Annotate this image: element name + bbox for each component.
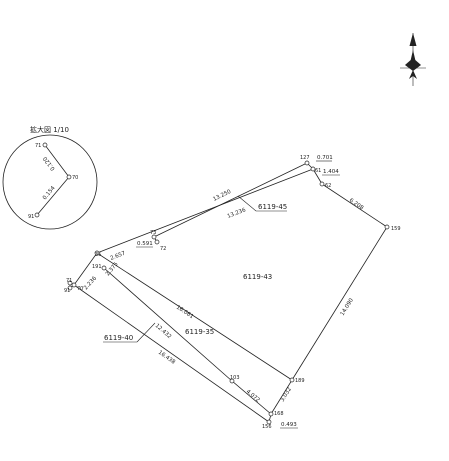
boundary-lines [69, 162, 388, 423]
inset-boundary-70-91 [36, 176, 70, 216]
point-70 [71, 282, 77, 288]
north-arrow-icon [400, 33, 426, 86]
point-168 [268, 411, 274, 417]
distance-70-156: 16.438 [157, 350, 177, 366]
label-156: 156 [262, 424, 272, 430]
distance-156-168: 0.493 [281, 422, 297, 428]
parcel-6119-40: 6119-40 [104, 334, 133, 342]
parcel-6119-45: 6119-45 [258, 203, 287, 211]
distance-35-72: 2.657 [110, 250, 127, 261]
distance-35-189: 16.081 [175, 305, 194, 321]
distance-labels: 0.701 1.404 6.208 14.090 13.250 13.236 0… [83, 155, 365, 429]
point-62 [319, 181, 325, 187]
label-61: 61 [315, 168, 321, 174]
survey-points [67, 160, 390, 425]
inset-distance-70-91: 0.154 [42, 185, 57, 201]
label-62: 62 [325, 183, 331, 189]
inset-circle [2, 134, 98, 230]
label-168: 168 [274, 411, 284, 417]
distance-73-72: 0.591 [137, 241, 153, 247]
label-127: 127 [300, 155, 310, 161]
point-156 [266, 419, 272, 425]
point-61 [310, 166, 316, 172]
point-159 [384, 224, 390, 230]
distance-103-168: 4.072 [245, 389, 261, 404]
point-191 [101, 265, 107, 271]
point-71 [67, 280, 73, 286]
distance-189-168: 3.032 [280, 387, 293, 404]
distance-62-159: 6.208 [348, 198, 365, 212]
label-191: 191 [92, 264, 102, 270]
label-71: 71 [66, 278, 72, 284]
point-72 [154, 239, 160, 245]
inset-label-91: 91 [28, 214, 34, 220]
label-103: 103 [230, 375, 240, 381]
inset-point-70 [66, 174, 72, 180]
parcel-6119-35: 6119-35 [185, 328, 214, 336]
point-127 [304, 160, 310, 166]
point-labels: 127 61 62 159 73 72 35 191 71 91 70 103 … [64, 155, 401, 430]
inset-point-71 [42, 142, 48, 148]
inset-boundary-71-70 [44, 144, 70, 178]
parcel-6119-43: 6119-43 [243, 273, 272, 281]
label-91: 91 [64, 288, 70, 294]
inset-label-70: 70 [72, 175, 78, 181]
label-72: 72 [160, 246, 166, 252]
distance-61-62: 1.404 [323, 169, 339, 175]
distance-70-191: 2.236 [83, 275, 98, 291]
label-70: 70 [77, 286, 83, 292]
label-73: 73 [150, 230, 156, 236]
inset-label-71: 71 [35, 143, 41, 149]
distance-191-35: 2.375 [105, 261, 120, 277]
point-189 [289, 377, 295, 383]
parcel-labels: 6119-45 6119-43 6119-35 6119-40 [104, 203, 287, 342]
label-159: 159 [391, 226, 401, 232]
inset-point-91 [34, 212, 40, 218]
label-35: 35 [95, 252, 101, 258]
distance-inner-top: 13.236 [227, 207, 248, 220]
distance-127-61: 0.701 [317, 155, 333, 161]
point-91 [67, 285, 73, 291]
inset-title: 拡大図 1/10 [30, 125, 69, 134]
point-35 [94, 250, 100, 256]
point-103 [229, 378, 235, 384]
inset-view: 拡大図 1/10 71 70 91 0.120 0.154 [2, 125, 98, 230]
point-73 [151, 234, 157, 240]
label-189: 189 [295, 378, 305, 384]
